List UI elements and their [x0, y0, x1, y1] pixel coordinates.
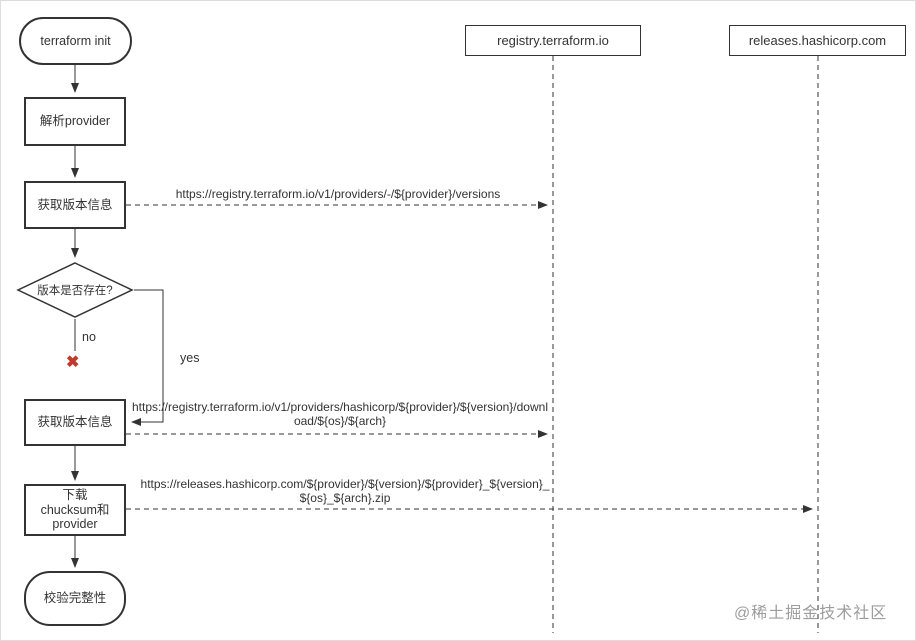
- decision-label: 版本是否存在?: [37, 285, 113, 297]
- no-branch-label: no: [82, 330, 96, 344]
- lifeline-registry-header: registry.terraform.io: [465, 25, 641, 56]
- node-terraform-init: terraform init: [19, 17, 132, 65]
- node-fetch-version-info-2: 获取版本信息: [24, 399, 126, 446]
- msg-versions-label: https://registry.terraform.io/v1/provide…: [175, 187, 501, 201]
- lifeline-releases-header: releases.hashicorp.com: [729, 25, 906, 56]
- watermark: @稀土掘金技术社区: [734, 605, 888, 622]
- node-download-checksum-provider: 下载 chucksum和 provider: [24, 484, 126, 536]
- node-parse-provider: 解析provider: [24, 97, 126, 146]
- msg-download-zip-label: https://releases.hashicorp.com/${provide…: [140, 477, 550, 506]
- error-x-icon: ✖: [66, 354, 80, 371]
- msg-download-meta-label: https://registry.terraform.io/v1/provide…: [132, 400, 548, 429]
- yes-branch-label: yes: [180, 351, 200, 365]
- diamond-shape: [16, 262, 134, 318]
- node-fetch-version-info-1: 获取版本信息: [24, 181, 126, 229]
- node-version-exists-decision: 版本是否存在?: [16, 261, 134, 319]
- node-verify-integrity: 校验完整性: [24, 571, 126, 626]
